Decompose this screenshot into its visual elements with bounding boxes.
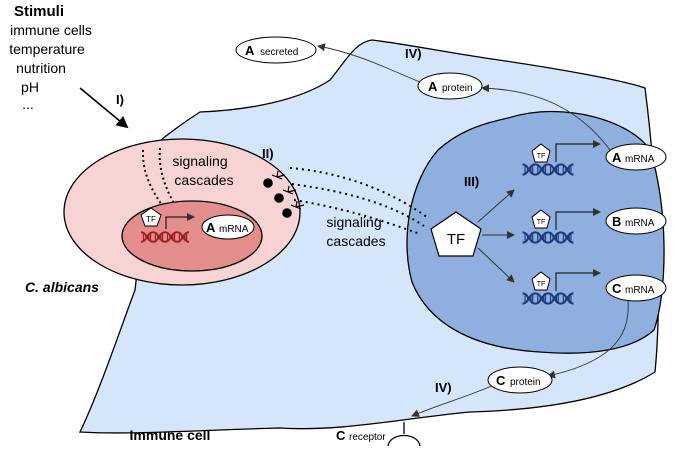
arrow-c-mrna-to-protein [547,299,629,379]
candida-gene-sub: mRNA [219,224,249,235]
a-protein-oval [417,72,483,100]
arrow-a-mrna-to-protein [481,84,611,151]
candida-signaling-line-2: cascades [174,172,233,188]
a-mrna-sub: mRNA [625,154,655,165]
candida-tf-pentagon [140,207,162,227]
transcription-arrow-b [555,208,601,230]
tf-small-label-b: TF [537,219,546,226]
immune-signaling-line-2: cascades [326,233,385,249]
stimuli-item-nutrition: nutrition [16,60,66,76]
pattern-recognition-contact [263,170,305,218]
immune-signal-line-3 [293,199,421,235]
step-label-4-top: IV) [405,46,422,61]
step-label-4-bottom: IV) [435,380,452,395]
a-protein-sub: protein [442,83,473,94]
stimuli-item-immune-cells: immune cells [10,22,92,38]
candida-label: C. albicans [25,279,99,295]
stimuli-item-ph: pH [21,79,39,95]
candida-signaling-line-1: signaling [172,153,227,169]
step-label-3: III) [464,174,479,189]
c-mrna-oval [605,274,667,302]
a-mrna-oval [605,143,667,171]
c-protein-oval [487,366,553,394]
immune-cell-label: Immune cell [130,427,211,443]
c-protein-letter: C [496,373,506,388]
candida-tf-label: TF [146,215,156,224]
a-secreted-letter: A [245,43,255,58]
a-secreted-sub: secreted [260,47,298,58]
candida-transcription-arrow [165,213,195,229]
immune-signaling-line-1: signaling [326,214,381,230]
tf-small-label-c: TF [537,281,546,288]
stimuli-item-ellipsis: ... [22,96,34,112]
candida-a-mrna-oval [201,214,255,240]
c-protein-sub: protein [510,377,541,388]
stimuli-list: Stimuli immune cells temperature nutriti… [9,3,92,112]
stimuli-arrow [79,87,129,129]
stimuli-title: Stimuli [14,3,64,20]
arrow-tf-to-a [477,189,515,223]
arrow-c-protein-to-receptor [411,383,497,417]
tf-pentagon-c [531,271,551,291]
tf-small-label-a: TF [537,153,546,160]
a-secreted-oval [235,36,317,64]
step-label-2: II) [262,146,274,161]
c-receptor-letter: C [336,428,346,443]
b-mrna-oval [605,207,667,235]
a-protein-letter: A [428,79,438,94]
arrow-a-protein-to-secreted [317,43,421,83]
candida-gene-letter: A [206,220,216,235]
tf-large-pentagon [430,211,482,257]
c-receptor-sub: receptor [349,432,386,443]
candida-signal-line-2 [158,147,176,206]
c-mrna-letter: C [612,281,622,296]
arrow-tf-to-c [477,247,515,283]
transcription-arrow-c [555,269,601,291]
step-label-1: I) [116,92,124,107]
immune-signal-line-1 [289,167,429,219]
tf-large-label: TF [447,231,465,248]
stimuli-item-temperature: temperature [9,41,85,57]
c-receptor-icon [387,422,421,447]
tf-pentagon-b [531,209,551,229]
c-mrna-sub: mRNA [625,285,655,296]
transcription-arrow-a [555,140,601,162]
b-mrna-sub: mRNA [625,218,655,229]
b-mrna-letter: B [612,214,621,229]
tf-pentagon-a [531,143,551,163]
a-mrna-letter: A [612,150,622,165]
